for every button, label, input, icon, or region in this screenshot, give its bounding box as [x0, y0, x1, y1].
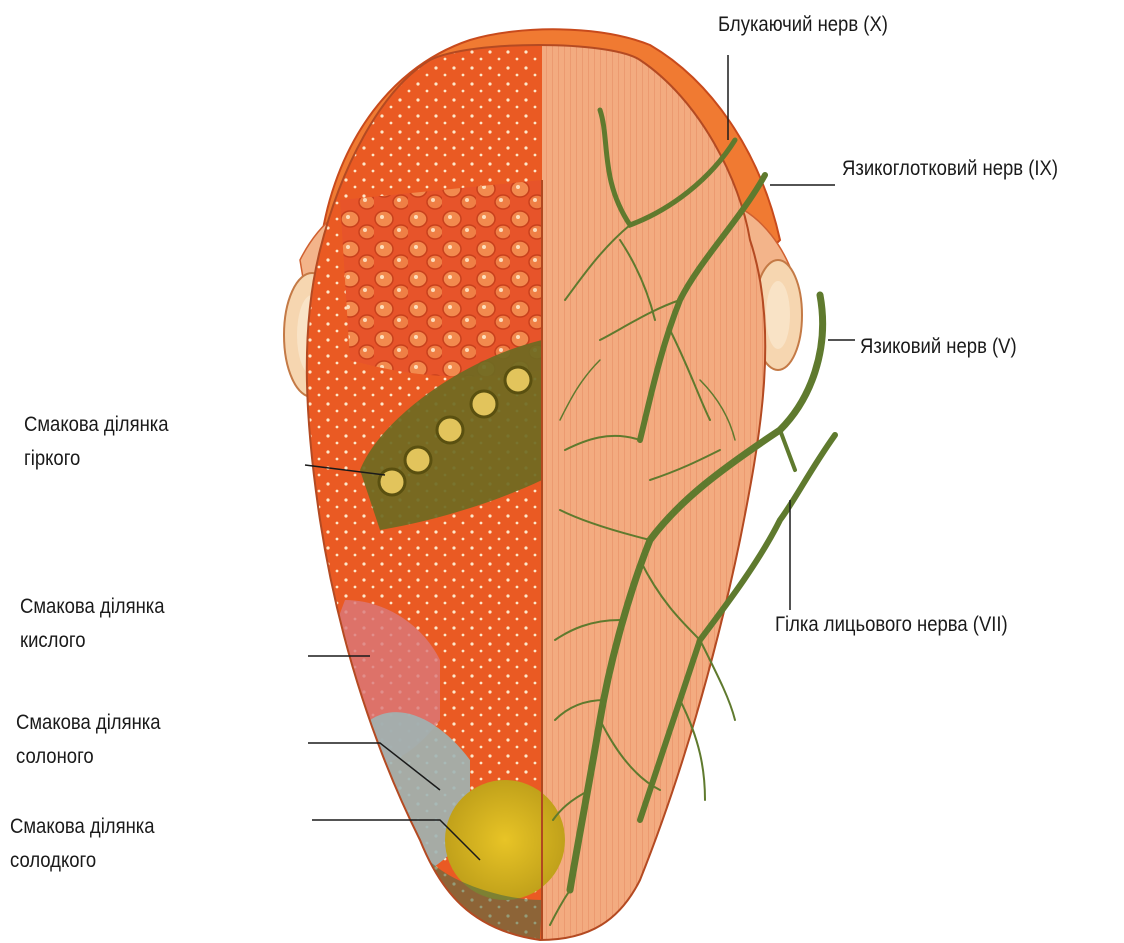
label-vagus-nerve: Блукаючий нерв (X): [718, 8, 888, 42]
label-lingual-nerve: Язиковий нерв (V): [860, 330, 1017, 364]
label-sour-zone: Смакова ділянка кислого: [20, 590, 165, 658]
label-salty-zone: Смакова ділянка солоного: [16, 706, 161, 774]
sweet-taste-zone: [445, 780, 565, 900]
label-facial-nerve-branch: Гілка лицьового нерва (VII): [775, 608, 1008, 642]
label-glossopharyngeal-nerve: Язикоглотковий нерв (IX): [842, 152, 1058, 186]
label-sweet-zone: Смакова ділянка солодкого: [10, 810, 155, 878]
label-bitter-zone: Смакова ділянка гіркого: [24, 408, 169, 476]
